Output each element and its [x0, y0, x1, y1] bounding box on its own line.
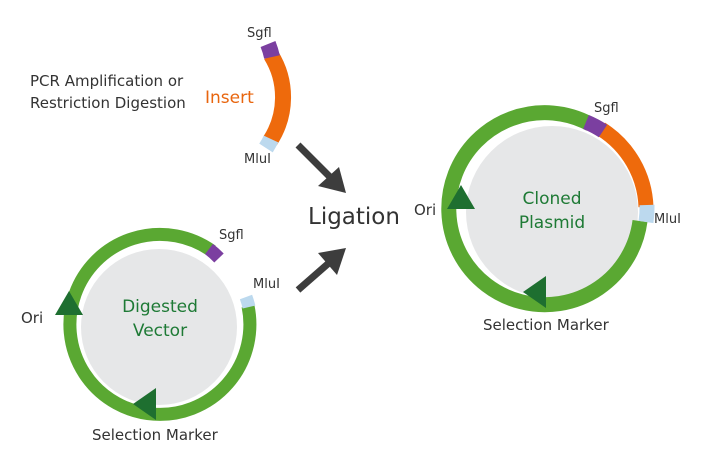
ligation-arrow-bottom [295, 248, 346, 293]
vector-selection-left-arrow-icon [133, 388, 156, 420]
cloned-plasmid [441, 105, 655, 313]
insert-source-line1: PCR Amplification or [30, 72, 184, 90]
plasmid-backbone [441, 105, 648, 313]
insert-source-line2: Restriction Digestion [30, 94, 186, 112]
vector-title-line1: Digested [122, 297, 198, 317]
plasmid-selection-label: Selection Marker [483, 316, 610, 334]
vector-center [81, 249, 237, 405]
plasmid-insert [596, 122, 654, 208]
plasmid-center [466, 126, 638, 298]
plasmid-mlul-label: MluI [654, 212, 681, 227]
vector-mlul-label: MluI [253, 277, 280, 292]
digested-vector [55, 227, 257, 421]
vector-backbone [63, 227, 257, 421]
insert-arc [263, 50, 292, 146]
plasmid-selection-left-arrow-icon [523, 276, 546, 308]
plasmid-title-line1: Cloned [522, 189, 581, 209]
plasmid-title-line2: Plasmid [519, 213, 585, 233]
plasmid-mlul-site [638, 204, 655, 224]
vector-sgfl-site [204, 243, 224, 263]
plasmid-sgfl-label: Sgfl [594, 101, 619, 116]
vector-ori-label: Ori [21, 309, 43, 327]
insert-sgfl-label: Sgfl [247, 26, 272, 41]
ligation-arrow-top [295, 142, 346, 193]
vector-title-line2: Vector [133, 321, 187, 341]
vector-sgfl-label: Sgfl [219, 228, 244, 243]
insert-sgfl-site [260, 41, 280, 59]
insert-mlul-site [259, 135, 279, 153]
plasmid-ori-label: Ori [414, 201, 436, 219]
ligation-label: Ligation [308, 204, 400, 230]
plasmid-sgfl-site [583, 115, 608, 138]
vector-ori-up-arrow-icon [55, 291, 83, 315]
vector-mlul-site [239, 294, 256, 309]
insert-fragment [259, 41, 292, 153]
insert-mlul-label: MluI [244, 152, 271, 167]
plasmid-ori-up-arrow-icon [447, 185, 475, 209]
insert-label: Insert [205, 88, 254, 108]
vector-selection-label: Selection Marker [92, 426, 219, 444]
